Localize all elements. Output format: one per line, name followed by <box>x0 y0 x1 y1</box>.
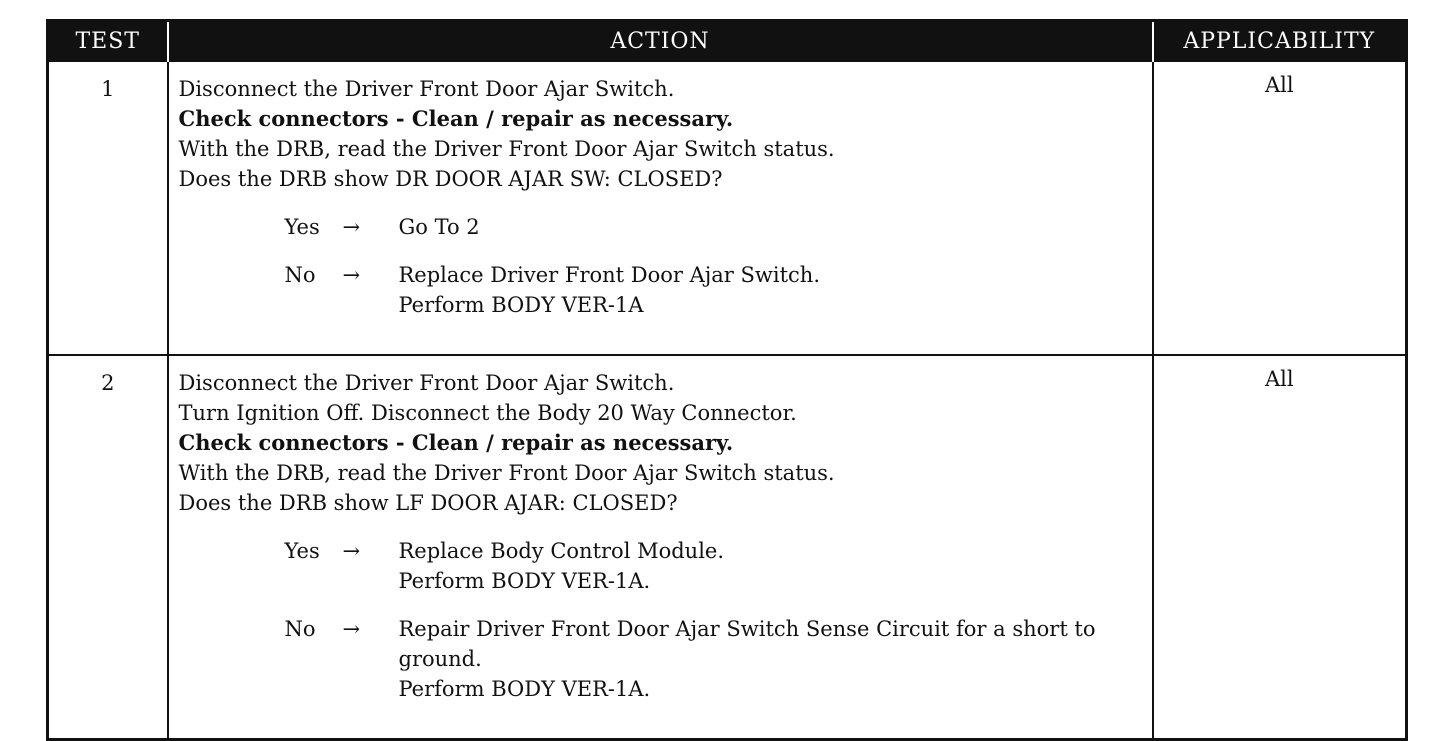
applicability-value: All <box>1151 354 1408 741</box>
result-line: Go To 2 <box>398 215 480 239</box>
header-test: TEST <box>47 20 168 61</box>
table-row: 1 Disconnect the Driver Front Door Ajar … <box>46 60 1408 356</box>
header-row: TEST ACTION APPLICABILITY <box>47 20 1407 61</box>
result-line: Replace Driver Front Door Ajar Switch. <box>398 263 821 287</box>
yes-result: Go To 2 <box>399 212 1152 242</box>
test-number: 2 <box>46 354 169 741</box>
no-label: No <box>284 617 316 641</box>
applicability-value: All <box>1151 60 1408 356</box>
action-step: With the DRB, read the Driver Front Door… <box>178 137 835 161</box>
result-line: Perform BODY VER-1A <box>398 293 644 317</box>
result-line: Perform BODY VER-1A. <box>398 569 651 593</box>
no-result: Replace Driver Front Door Ajar Switch. P… <box>399 260 1152 320</box>
arrow-right-icon: → <box>342 539 361 563</box>
result-line: Replace Body Control Module. <box>398 539 725 563</box>
action-cell: Disconnect the Driver Front Door Ajar Sw… <box>166 60 1154 356</box>
action-step: With the DRB, read the Driver Front Door… <box>178 461 835 485</box>
action-step-emphasis: Check connectors - Clean / repair as nec… <box>178 106 734 131</box>
arrow-right-icon: → <box>342 617 361 641</box>
action-question: Does the DRB show DR DOOR AJAR SW: CLOSE… <box>178 167 723 191</box>
yes-answer: Yes → Replace Body Control Module. Perfo… <box>285 536 1152 596</box>
action-step: Disconnect the Driver Front Door Ajar Sw… <box>178 371 675 395</box>
action-step-emphasis: Check connectors - Clean / repair as nec… <box>178 430 734 455</box>
no-label: No <box>284 263 316 287</box>
yes-answer: Yes → Go To 2 <box>285 212 1152 242</box>
action-step: Turn Ignition Off. Disconnect the Body 2… <box>178 401 797 425</box>
result-line: ground. <box>398 647 482 671</box>
action-question: Does the DRB show LF DOOR AJAR: CLOSED? <box>178 491 678 515</box>
arrow-right-icon: → <box>342 215 361 239</box>
header-applicability: APPLICABILITY <box>1151 20 1407 61</box>
table-row: 2 Disconnect the Driver Front Door Ajar … <box>46 354 1408 741</box>
yes-label: Yes <box>284 215 320 239</box>
result-line: Repair Driver Front Door Ajar Switch Sen… <box>398 617 1096 641</box>
arrow-right-icon: → <box>342 263 361 287</box>
action-step: Disconnect the Driver Front Door Ajar Sw… <box>178 77 675 101</box>
no-result: Repair Driver Front Door Ajar Switch Sen… <box>399 614 1152 704</box>
test-number: 1 <box>46 60 169 356</box>
yes-label: Yes <box>284 539 320 563</box>
diagnostic-test-table: TEST ACTION APPLICABILITY 1 Disconnect t… <box>46 19 1408 741</box>
action-cell: Disconnect the Driver Front Door Ajar Sw… <box>166 354 1154 741</box>
no-answer: No → Repair Driver Front Door Ajar Switc… <box>285 614 1152 704</box>
yes-result: Replace Body Control Module. Perform BOD… <box>399 536 1152 596</box>
result-line: Perform BODY VER-1A. <box>398 677 651 701</box>
no-answer: No → Replace Driver Front Door Ajar Swit… <box>285 260 1152 320</box>
header-action: ACTION <box>166 20 1153 61</box>
